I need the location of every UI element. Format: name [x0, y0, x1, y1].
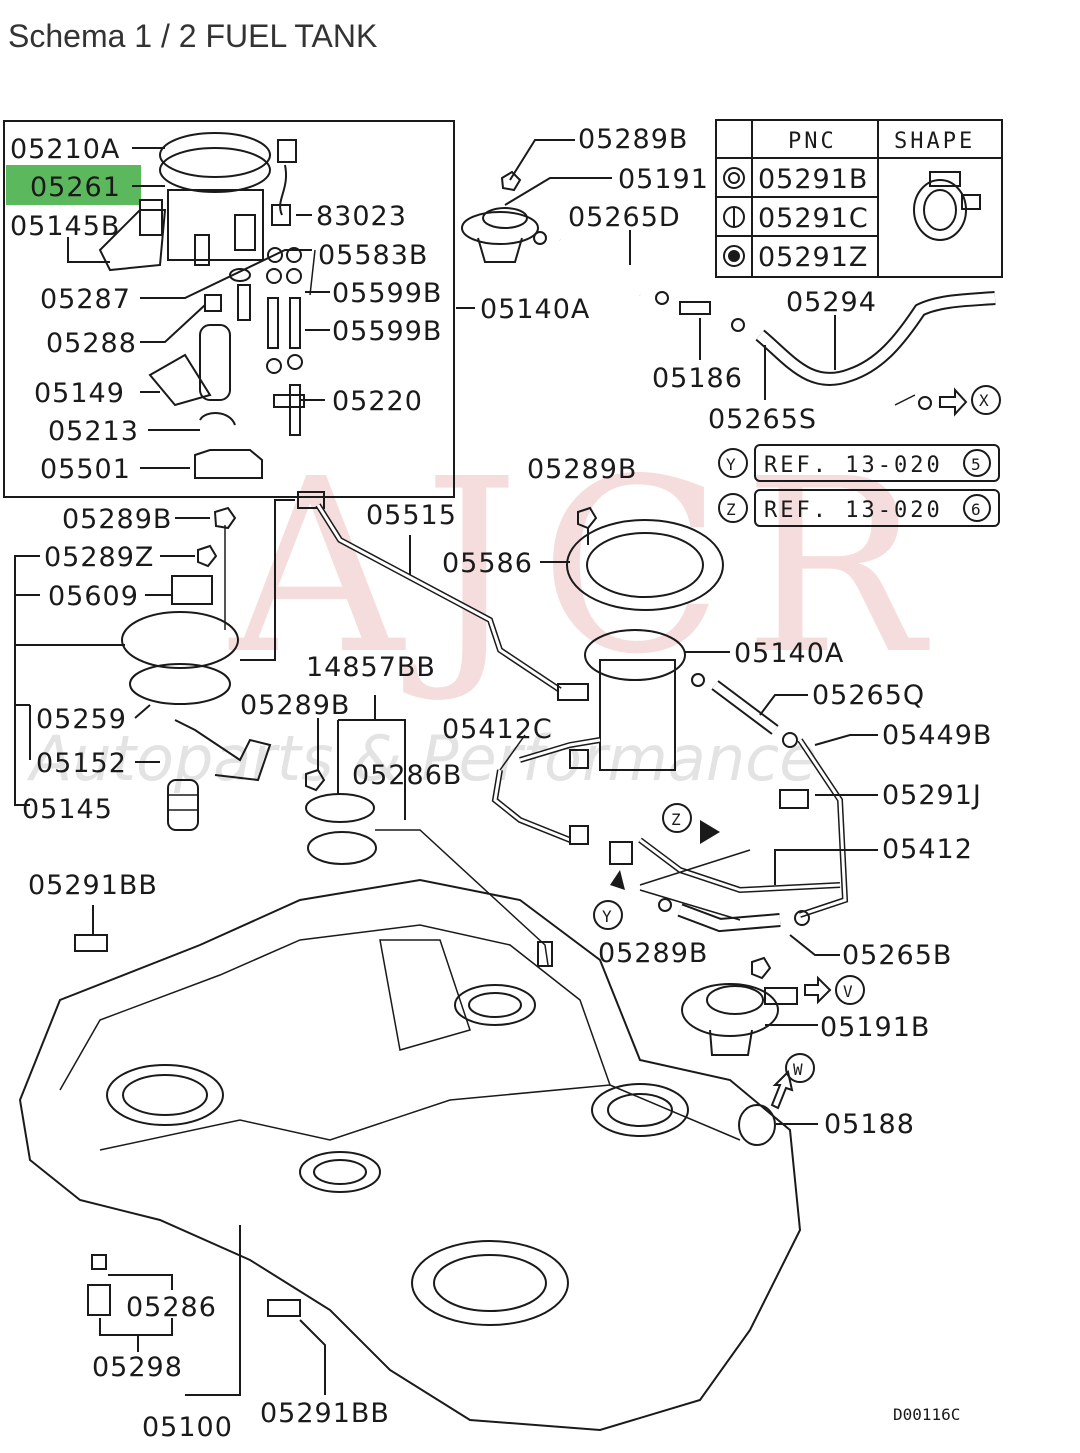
- clamp-shape-icon: [913, 171, 981, 241]
- filled-circle-icon: [723, 245, 745, 267]
- filler-area-leaders: [504, 139, 836, 400]
- label-05145[interactable]: 05145: [22, 794, 113, 825]
- label-05289B-center[interactable]: 05289B: [527, 454, 637, 485]
- legend-header-shape: SHAPE: [894, 129, 975, 154]
- label-14857BB[interactable]: 14857BB: [306, 652, 436, 683]
- right-hoses-leaders: [499, 694, 878, 956]
- pump-box-leaders: [67, 147, 475, 469]
- label-05291BB-bottom[interactable]: 05291BB: [260, 1398, 390, 1429]
- watermark-tagline: Autoparts & Performance: [26, 722, 817, 795]
- label-05265B[interactable]: 05265B: [842, 940, 952, 971]
- label-05220[interactable]: 05220: [332, 386, 423, 417]
- label-05100[interactable]: 05100: [142, 1412, 233, 1443]
- pump-module-box: [3, 120, 455, 498]
- label-05289B-left[interactable]: 05289B: [62, 504, 172, 535]
- label-05191B[interactable]: 05191B: [820, 1012, 930, 1043]
- label-05265Q[interactable]: 05265Q: [812, 680, 925, 711]
- label-05186[interactable]: 05186: [652, 363, 743, 394]
- ref-text-z: REF. 13-020: [764, 498, 943, 523]
- label-05191[interactable]: 05191: [618, 164, 709, 195]
- label-05501[interactable]: 05501: [40, 454, 131, 485]
- label-05298[interactable]: 05298: [92, 1352, 183, 1383]
- drawing-number: D00116C: [893, 1405, 960, 1424]
- label-05599B-b[interactable]: 05599B: [332, 316, 442, 347]
- label-05294[interactable]: 05294: [786, 287, 877, 318]
- label-05609[interactable]: 05609: [48, 581, 139, 612]
- pump-assembly-art: [540, 506, 730, 771]
- legend-header-pnc: PNC: [788, 129, 837, 154]
- tank-leaders: [92, 905, 326, 1396]
- label-05213[interactable]: 05213: [48, 416, 139, 447]
- label-05286[interactable]: 05286: [126, 1292, 217, 1323]
- label-05149[interactable]: 05149: [34, 378, 125, 409]
- marker-x-arrow: [894, 385, 1001, 417]
- marker-v-label: V: [843, 982, 853, 1001]
- filler-area-art: [461, 170, 996, 386]
- sender-unit-leaders: [14, 499, 295, 806]
- label-05289B-right[interactable]: 05289B: [598, 938, 708, 969]
- label-05586[interactable]: 05586: [442, 548, 533, 579]
- label-05286B[interactable]: 05286B: [352, 760, 462, 791]
- label-83023[interactable]: 83023: [316, 201, 407, 232]
- label-05210A[interactable]: 05210A: [10, 134, 120, 165]
- label-05599B-a[interactable]: 05599B: [332, 278, 442, 309]
- label-05265D[interactable]: 05265D: [568, 202, 681, 233]
- legend-pnc-3: 05291Z: [758, 242, 868, 273]
- label-05152[interactable]: 05152: [36, 748, 127, 779]
- label-05583B[interactable]: 05583B: [318, 240, 428, 271]
- legend-pnc-2: 05291C: [758, 203, 869, 234]
- label-05515[interactable]: 05515: [366, 500, 457, 531]
- label-05289B-top[interactable]: 05289B: [578, 124, 688, 155]
- legend-table: [715, 119, 1003, 278]
- ref-num-y: 5: [971, 455, 981, 474]
- sender-unit-art: [121, 506, 272, 831]
- filler-flange-art: [681, 975, 865, 1146]
- ref-num-z: 6: [971, 500, 981, 519]
- ref-marker-z: Z: [726, 500, 736, 519]
- label-05449B[interactable]: 05449B: [882, 720, 992, 751]
- ref-marker-y: Y: [726, 455, 736, 474]
- marker-z-label: Z: [671, 810, 681, 829]
- legend-pnc-1: 05291B: [758, 164, 868, 195]
- watermark-logo: AJCR: [228, 427, 944, 707]
- label-05188[interactable]: 05188: [824, 1109, 915, 1140]
- label-05259[interactable]: 05259: [36, 704, 127, 735]
- label-05140A-a[interactable]: 05140A: [480, 294, 590, 325]
- fuel-pump-module-art: [98, 132, 305, 479]
- double-circle-icon: [723, 167, 745, 189]
- vent-valve-art: [305, 695, 553, 967]
- label-05412[interactable]: 05412: [882, 834, 973, 865]
- label-05289Z[interactable]: 05289Z: [44, 542, 154, 573]
- label-05140A-b[interactable]: 05140A: [734, 638, 844, 669]
- label-05291BB-top[interactable]: 05291BB: [28, 870, 158, 901]
- page-title: Schema 1 / 2 FUEL TANK: [8, 18, 378, 54]
- label-05291J[interactable]: 05291J: [882, 780, 982, 811]
- label-05412C[interactable]: 05412C: [442, 714, 553, 745]
- label-05261[interactable]: 05261: [30, 172, 121, 203]
- ref-text-y: REF. 13-020: [764, 453, 943, 478]
- label-05289B-mid[interactable]: 05289B: [240, 690, 350, 721]
- marker-x-label: X: [979, 391, 989, 410]
- label-05145B[interactable]: 05145B: [10, 211, 120, 242]
- label-05288[interactable]: 05288: [46, 328, 137, 359]
- ref-boxes: [718, 444, 1000, 527]
- fuel-line-art: [297, 491, 589, 701]
- selected-part-highlight: [6, 165, 141, 205]
- label-05287[interactable]: 05287: [40, 284, 131, 315]
- marker-y-label: Y: [602, 907, 612, 926]
- label-05265S[interactable]: 05265S: [708, 404, 817, 435]
- fuel-tank-body-art: [18, 878, 802, 1432]
- marker-w-label: W: [793, 1060, 803, 1079]
